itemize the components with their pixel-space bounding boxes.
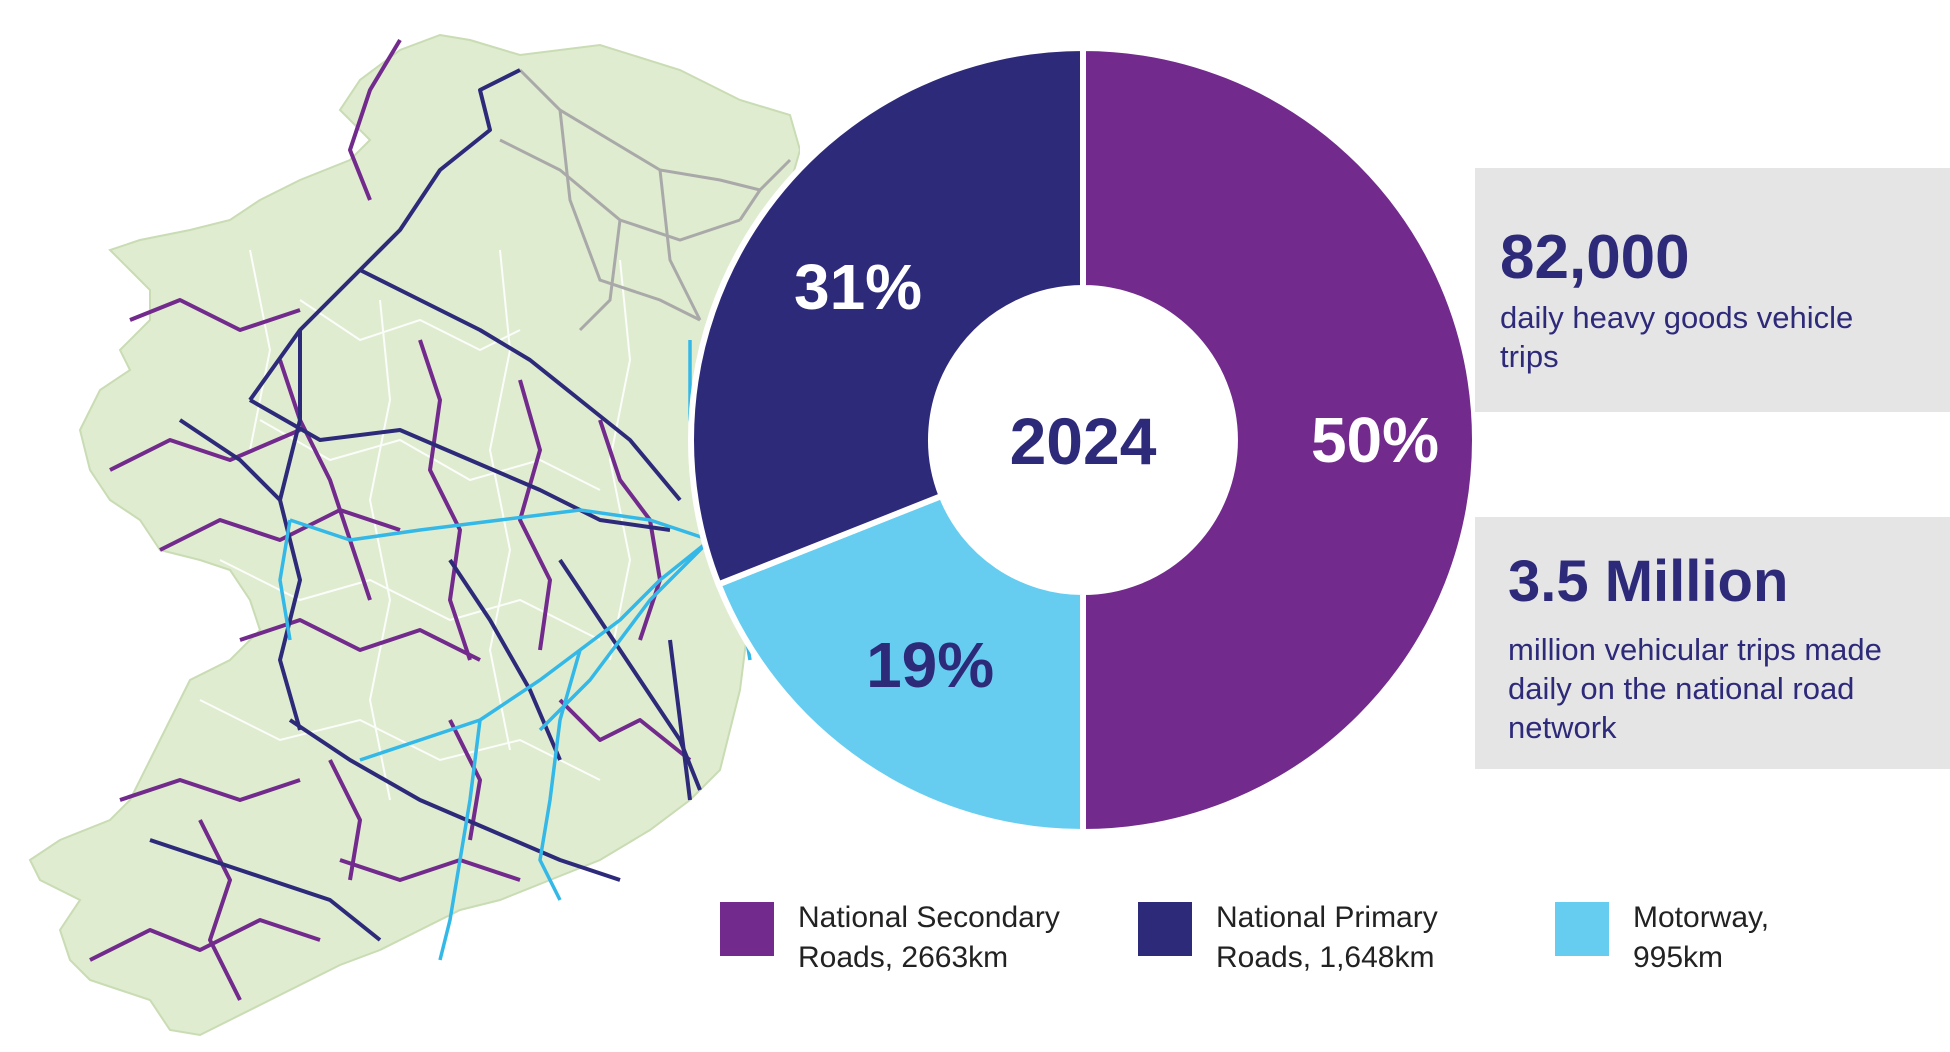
legend-swatch-national-secondary [720, 902, 774, 956]
ireland-landmass [28, 33, 800, 1037]
legend-label-national-secondary: National Secondary Roads, 2663km [798, 901, 1060, 974]
stat-vehicular-value: 3.5 Million [1508, 549, 1789, 614]
donut-center [931, 288, 1235, 592]
legend-swatch-motorway [1555, 902, 1609, 956]
ireland-road-map [28, 33, 800, 1037]
stat-box-vehicular [1475, 517, 1950, 769]
donut-slice-national-secondary [1080, 44, 1478, 836]
donut-label-national-secondary: 50% [1311, 404, 1439, 476]
stat-hgv-description: daily heavy goods vehicle trips [1500, 300, 1854, 374]
donut-label-national-primary: 31% [794, 251, 922, 323]
stat-vehicular-description: million vehicular trips made daily on th… [1508, 632, 1882, 745]
donut-label-motorway: 19% [866, 629, 994, 701]
legend-label-national-primary: National Primary Roads, 1,648km [1216, 901, 1438, 974]
donut-center-label: 2024 [1010, 404, 1157, 478]
national-secondary-roads [89, 38, 692, 1001]
stat-hgv-value: 82,000 [1500, 223, 1690, 292]
legend-swatch-national-primary [1138, 902, 1192, 956]
legend-label-motorway: Motorway, 995km [1633, 901, 1770, 974]
stat-box-hgv [1475, 168, 1950, 412]
